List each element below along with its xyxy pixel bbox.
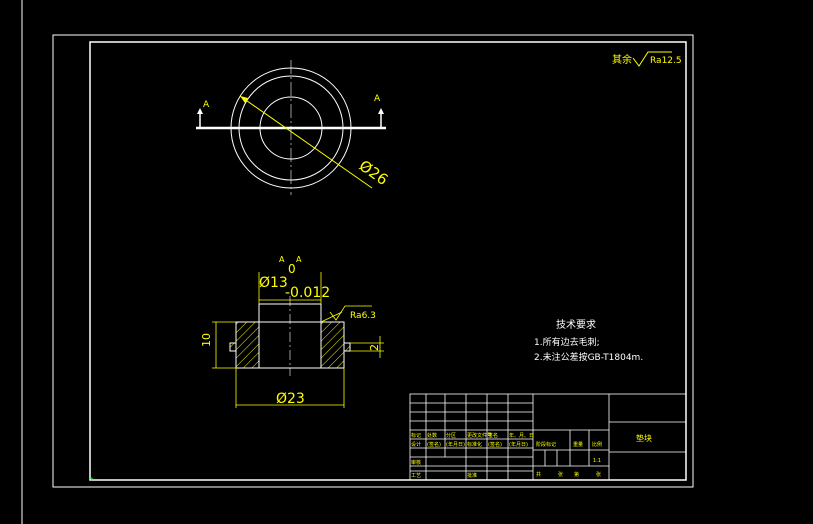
surface-note-prefix: 其余 <box>612 53 632 66</box>
tb-label-ratio: 比例 <box>592 441 602 448</box>
tb-label-weight: 重量 <box>573 441 583 448</box>
top-view-diameter-label: Ø26 <box>356 157 392 189</box>
section-arrowhead-left-icon <box>197 108 203 114</box>
roughness-leader <box>320 311 343 323</box>
tb-label-review: 审核 <box>411 459 421 466</box>
tb-label-process: 工艺 <box>411 473 421 479</box>
section-arrowhead-right-icon <box>378 108 384 114</box>
tb-label-approve: 批准 <box>467 472 477 479</box>
tb-label-standard-sign: (签名) <box>488 441 502 448</box>
section-right-wall-hatch <box>320 321 351 369</box>
tb-label-change: 更改文件号 <box>467 432 492 439</box>
section-marker-right: A <box>374 94 381 104</box>
tb-label-total: 共 <box>536 471 541 478</box>
roughness-callout-icon <box>329 305 372 321</box>
tb-part-name: 垫块 <box>636 433 652 443</box>
surface-note-symbol: Ra12.5 <box>650 56 682 66</box>
diameter-arrowhead-icon <box>240 96 248 103</box>
tb-label-zone: 分区 <box>446 432 456 439</box>
height-label: 10 <box>200 333 213 347</box>
section-marker-left: A <box>203 100 210 110</box>
bore-datum-left: A <box>279 255 285 264</box>
tb-label-standard: 标准化 <box>467 441 482 448</box>
tb-label-date: 年、月、日 <box>509 432 534 439</box>
roughness-label: Ra6.3 <box>350 311 376 321</box>
bore-upper-deviation: 0 <box>288 262 296 276</box>
title-block <box>409 393 687 481</box>
roughness-symbol-icon <box>632 51 672 67</box>
tb-label-mark: 标记 <box>411 432 421 439</box>
tb-label-sheets: 张 <box>558 471 563 478</box>
tb-label-design: 设计 <box>411 441 421 448</box>
tb-label-sign: 签名 <box>488 432 498 439</box>
bore-datum-right: A <box>296 255 302 264</box>
groove-width-label: 2 <box>368 344 381 351</box>
ucs-corner-mark: + <box>89 476 94 483</box>
tb-label-standard-date: (年月日) <box>509 441 528 448</box>
section-left-wall-hatch <box>229 321 260 369</box>
inner-border <box>89 41 687 481</box>
outer-diameter-label: Ø23 <box>276 391 305 407</box>
tb-label-stage: 阶段标记 <box>536 441 556 448</box>
outer-frame <box>52 34 694 488</box>
section-view: Ø13 -0.012 0 A A Ø23 10 2 Ra6.3 <box>200 255 384 408</box>
tb-label-sheet: 张 <box>596 471 601 478</box>
bore-diameter-label: Ø13 <box>259 275 288 291</box>
tb-label-no: 第 <box>574 471 579 478</box>
title-block-frame <box>409 393 687 481</box>
diameter-leader-line <box>239 95 373 189</box>
surface-roughness-note: 其余 Ra12.5 <box>612 51 682 67</box>
bore-tolerance-label: -0.012 <box>285 285 330 301</box>
tb-label-count: 处数 <box>427 432 437 439</box>
tech-req-item-2: 2.未注公差按GB-T1804m. <box>534 351 643 363</box>
title-block-text: 标记 处数 分区 更改文件号 签名 年、月、日 设计 (签名) (年月日) 标准… <box>411 432 652 479</box>
tb-scale-value: 1:1 <box>593 458 601 464</box>
top-view: A A Ø26 <box>196 60 391 195</box>
technical-requirements: 技术要求 1.所有边去毛刺; 2.未注公差按GB-T1804m. <box>534 318 643 363</box>
tb-label-design-sign: (签名) <box>427 441 441 448</box>
tb-label-design-date: (年月日) <box>446 441 465 448</box>
tech-req-item-1: 1.所有边去毛刺; <box>534 336 600 348</box>
tech-req-title: 技术要求 <box>556 318 596 331</box>
